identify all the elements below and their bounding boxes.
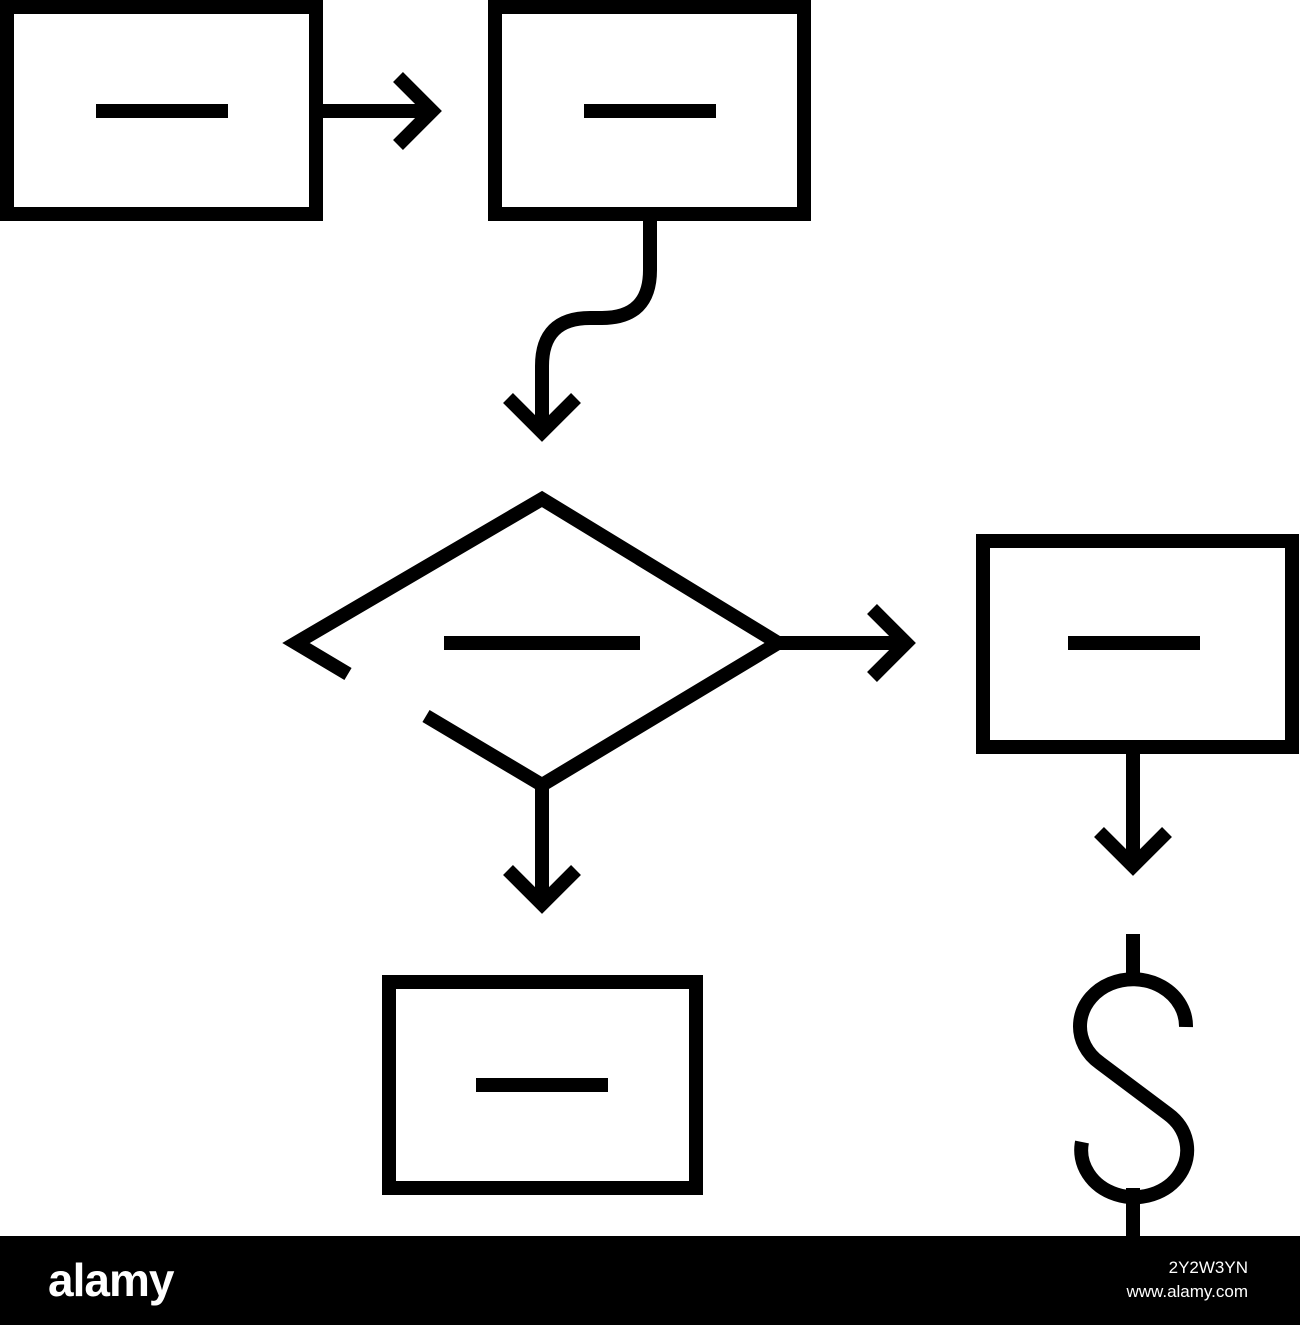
arrow-right-2 [778,604,916,682]
curved-arrow-down [503,214,657,442]
dollar-sign-icon [1073,934,1195,1236]
image-id-label: 2Y2W3YN [1168,1258,1248,1277]
watermark-footer-bar: alamy 2Y2W3YN www.alamy.com [0,1236,1300,1325]
arrow-down-1 [503,785,581,914]
brand-logo: alamy [48,1254,174,1306]
process-box-top-middle [488,0,811,221]
process-box-top-left [0,0,323,221]
flowchart-diagram [0,0,1299,1236]
arrow-right-1 [316,72,442,150]
process-box-bottom [382,975,703,1195]
process-box-right [976,534,1299,754]
image-credit: 2Y2W3YN www.alamy.com [1126,1256,1248,1304]
site-url-label: www.alamy.com [1126,1282,1248,1301]
decision-diamond [282,490,792,794]
arrow-down-2 [1094,747,1172,876]
